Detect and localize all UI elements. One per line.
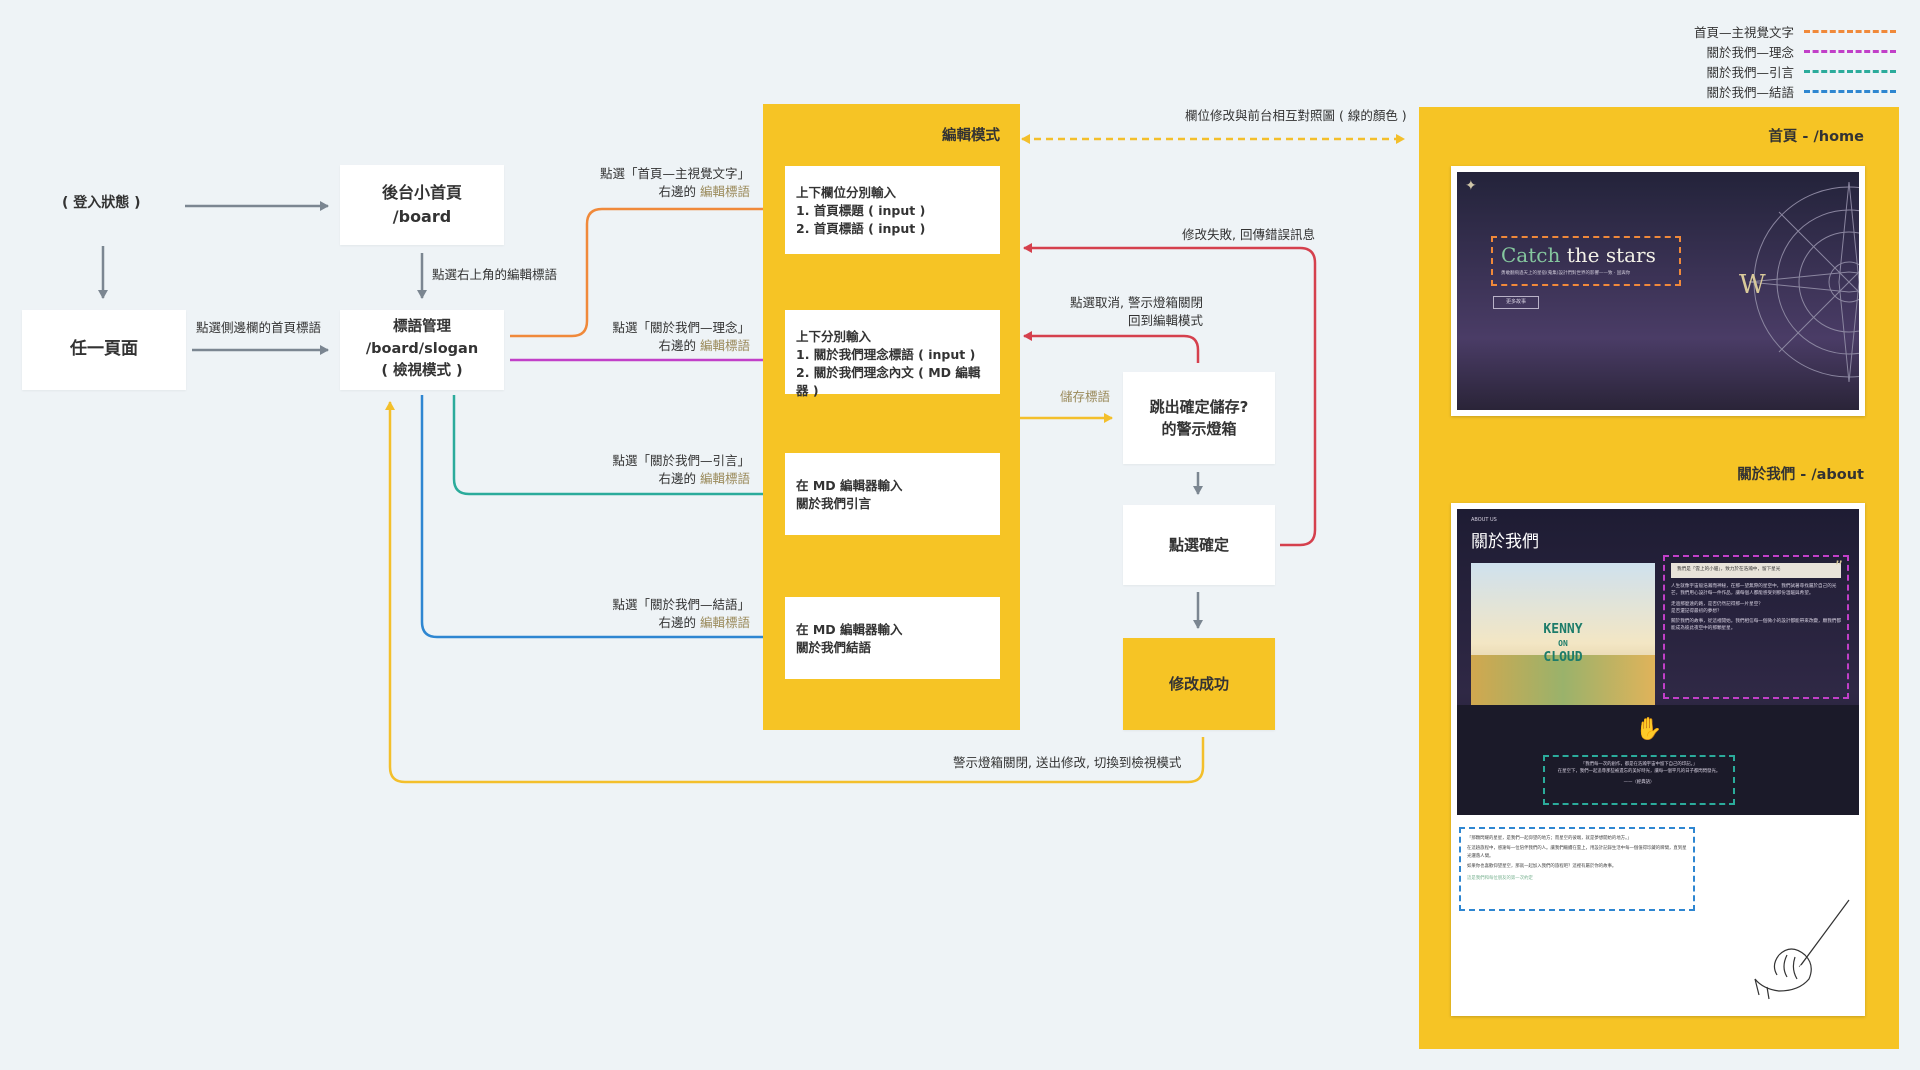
- about-screenshot: ABOUT US 關於我們 KENNY ON CLOUD 我們是「雲上的小貓」，…: [1451, 503, 1865, 1016]
- edge-fail: [1023, 243, 1317, 547]
- home-heading-box: Catch the stars 勇敢翻飛過天上的星宿(蒐集)設計們對世界的影響—…: [1491, 236, 1681, 286]
- label-compare-link: 欄位修改與前台相互對照圖 ( 線的顏色 ): [1185, 108, 1407, 123]
- label-select-quote: 點選「關於我們—引言」右邊的 編輯標語: [612, 453, 750, 486]
- legend-item-quote: 關於我們—引言: [1706, 62, 1896, 81]
- edge-bottom-loop: [385, 401, 1205, 784]
- label-bottom-loop: 警示燈箱關閉, 送出修改, 切換到檢視模式: [953, 755, 1182, 770]
- legend-item-ending: 關於我們—結語: [1706, 82, 1896, 101]
- home-side-letter: W: [1739, 270, 1766, 300]
- legend-line-teal: [1804, 70, 1896, 73]
- front-panel: 首頁 - /home 關於我們 - /about ✦ W Catch the s…: [1419, 107, 1899, 1049]
- label-select-home: 點選「首頁—主視覺文字」右邊的 編輯標語: [599, 166, 750, 199]
- edit-box-about-ending: 在 MD 編輯器輸入 關於我們結語: [785, 597, 1000, 679]
- label-select-ending: 點選「關於我們—結語」右邊的 編輯標語: [612, 597, 750, 630]
- home-more-button[interactable]: 更多故事: [1493, 296, 1539, 309]
- node-any-page: 任一頁面: [22, 310, 186, 390]
- home-hero: ✦ W Catch the stars 勇敢翻飛過天上的星宿(蒐集)設計們對世界…: [1457, 172, 1859, 410]
- about-quote-box: 「我們每一次的創作，都是在浩瀚宇宙中留下自己的印記。」 在星空下，我們一起追尋那…: [1543, 755, 1735, 805]
- home-title: 首頁 - /home: [1768, 129, 1864, 145]
- label-click-side-home: 點選側邊欄的首頁標語: [196, 320, 322, 335]
- edit-mode-panel: 編輯模式 上下欄位分別輸入 1. 首頁標題 ( input ) 2. 首頁標語 …: [763, 104, 1020, 730]
- legend-item-idea: 關於我們—理念: [1706, 42, 1896, 61]
- about-title-text: 關於我們: [1471, 532, 1539, 552]
- label-fail: 修改失敗, 回傳錯誤訊息: [1182, 227, 1315, 242]
- magic-hand-icon: ✋: [1635, 717, 1663, 742]
- about-ending-link[interactable]: 這是我們和每位朋友的第一次約定: [1467, 875, 1533, 881]
- writing-hand-icon: [1754, 899, 1850, 1000]
- edge-cancel: [1023, 331, 1200, 363]
- compass-icon: [1748, 181, 1859, 383]
- about-ending-box: 「那顆閃耀的星星，是我們一起仰望的地方；而星空的彼端，就是夢想開始的地方。」 在…: [1459, 827, 1695, 911]
- about-eyebrow: ABOUT US: [1471, 517, 1497, 523]
- about-logo: KENNY ON CLOUD: [1543, 622, 1583, 665]
- home-subtext: 勇敢翻飛過天上的星宿(蒐集)設計們對世界的影響——致 · 固與你: [1501, 271, 1631, 276]
- home-screenshot: ✦ W Catch the stars 勇敢翻飛過天上的星宿(蒐集)設計們對世界…: [1451, 166, 1865, 416]
- edge-blue: [420, 395, 775, 642]
- home-heading: the stars: [1566, 243, 1656, 267]
- edge-teal: [452, 395, 775, 499]
- edit-box-home-title: 上下欄位分別輸入 1. 首頁標題 ( input ) 2. 首頁標語 ( inp…: [785, 166, 1000, 254]
- about-title: 關於我們 - /about: [1737, 467, 1864, 483]
- about-idea-box: 我們是「雲上的小貓」，致力於在浩瀚中，留下星光” 人生就像宇宙般浩瀚而神秘，在那…: [1663, 555, 1849, 699]
- about-idea-quote: 我們是「雲上的小貓」，致力於在浩瀚中，留下星光”: [1671, 557, 1843, 578]
- login-state: ( 登入狀態 ): [62, 195, 141, 211]
- legend-line-purple: [1804, 50, 1896, 53]
- label-click-board-title: 點選右上角的編輯標語: [432, 267, 558, 282]
- about-image: KENNY ON CLOUD: [1471, 563, 1655, 709]
- node-board: 後台小首頁 /board: [340, 165, 504, 245]
- node-success: 修改成功: [1123, 638, 1275, 730]
- edit-box-about-quote: 在 MD 編輯器輸入 關於我們引言: [785, 453, 1000, 535]
- node-slogan: 標語管理 /board/slogan ( 檢視模式 ): [340, 310, 504, 390]
- edit-mode-title: 編輯模式: [942, 128, 1000, 144]
- edge-orange: [510, 204, 775, 338]
- label-save: 儲存標語: [1060, 389, 1111, 404]
- star-logo-icon: ✦: [1465, 178, 1477, 194]
- legend-line-orange: [1804, 30, 1896, 33]
- label-cancel: 點選取消, 警示燈箱關閉 回到編輯模式: [1070, 295, 1203, 328]
- label-select-idea: 點選「關於我們—理念」右邊的 編輯標語: [612, 320, 750, 353]
- legend-line-blue: [1804, 90, 1896, 93]
- node-confirm-dialog: 跳出確定儲存? 的警示燈箱: [1123, 372, 1275, 464]
- about-top: ABOUT US 關於我們 KENNY ON CLOUD 我們是「雲上的小貓」，…: [1457, 509, 1859, 815]
- node-click-confirm: 點選確定: [1123, 505, 1275, 585]
- home-heading-accent: Catch: [1501, 243, 1561, 267]
- legend-item-home: 首頁—主視覺文字: [1694, 22, 1896, 41]
- edit-box-about-idea: 上下分別輸入 1. 關於我們理念標語 ( input ) 2. 關於我們理念內文…: [785, 310, 1000, 398]
